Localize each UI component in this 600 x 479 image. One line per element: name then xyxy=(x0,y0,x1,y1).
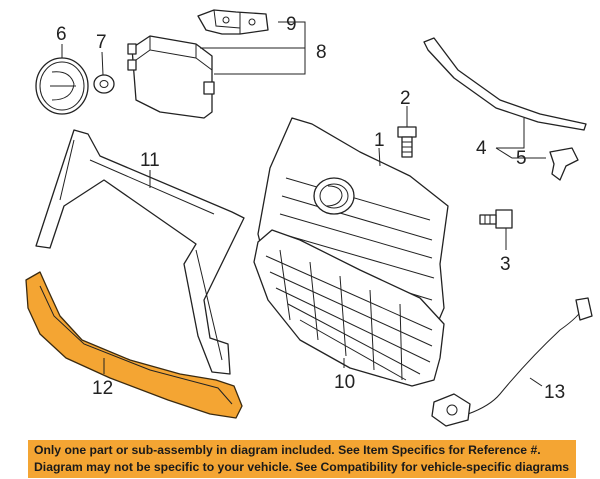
callout-11: 11 xyxy=(140,150,160,171)
callout-1: 1 xyxy=(374,130,385,151)
part-8-sensor-module xyxy=(127,21,306,119)
disclaimer-line-2: Diagram may not be specific to your vehi… xyxy=(34,460,570,474)
part-4-molding-strip xyxy=(423,37,587,159)
callout-12: 12 xyxy=(92,378,113,399)
part-13-harness xyxy=(431,297,593,427)
disclaimer-banner: Only one part or sub-assembly in diagram… xyxy=(28,440,576,478)
part-2-bolt xyxy=(397,106,417,158)
callout-5: 5 xyxy=(516,148,527,169)
callout-4: 4 xyxy=(476,138,487,159)
disclaimer-line-1: Only one part or sub-assembly in diagram… xyxy=(34,443,541,457)
callout-13: 13 xyxy=(544,382,565,403)
exploded-parts-diagram: 6 7 9 8 2 1 4 5 11 3 10 12 13 xyxy=(25,9,593,427)
part-11-frame xyxy=(35,129,245,375)
callout-3: 3 xyxy=(500,254,511,275)
callout-6: 6 xyxy=(56,24,67,45)
callout-7: 7 xyxy=(96,32,107,53)
callout-10: 10 xyxy=(334,372,355,393)
callout-9: 9 xyxy=(286,14,297,35)
part-9-bracket xyxy=(197,9,269,35)
callout-8: 8 xyxy=(316,42,327,63)
part-5-clip xyxy=(549,147,579,181)
part-12-lower-molding xyxy=(25,271,243,419)
part-6-emblem xyxy=(35,44,89,115)
part-3-bolt xyxy=(479,209,513,250)
part-10-lower-grille xyxy=(253,229,445,387)
callout-2: 2 xyxy=(400,88,411,109)
part-7-washer xyxy=(93,51,115,94)
